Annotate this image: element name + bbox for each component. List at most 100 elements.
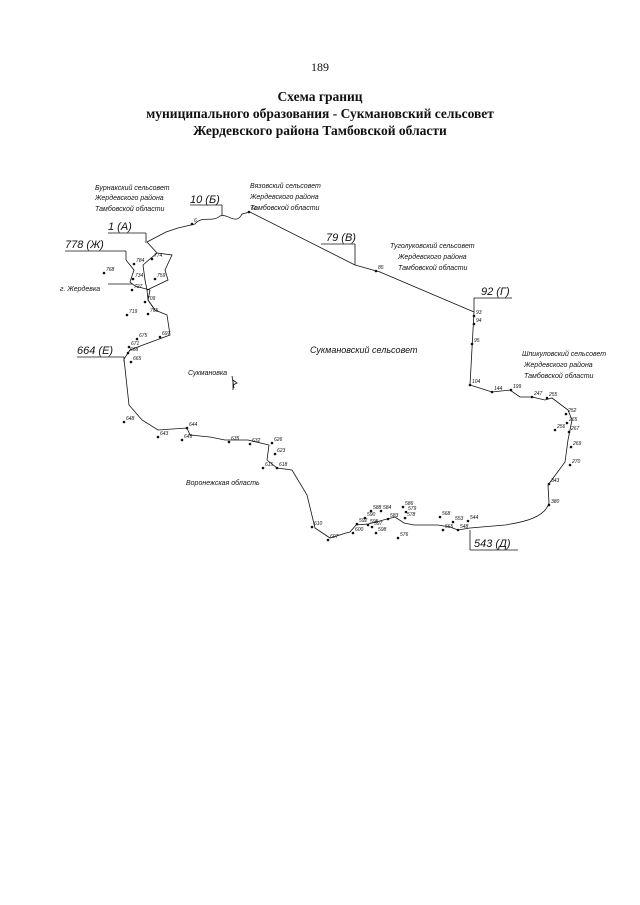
boundary-vertex <box>565 421 569 425</box>
vertex-label: 583 <box>390 513 399 519</box>
vertex-label: 598 <box>378 527 387 533</box>
boundary-vertex <box>568 463 572 467</box>
boundary-vertex <box>126 351 130 355</box>
vertex-label: 578 <box>407 512 416 518</box>
boundary-vertex <box>456 528 460 532</box>
center-label: Сукмановский сельсовет <box>310 345 418 355</box>
title-line-3: Жердевского района Тамбовской области <box>193 123 447 138</box>
boundary-vertex <box>466 519 470 523</box>
vertex-label: 768 <box>106 267 115 273</box>
boundary-vertex <box>150 257 154 261</box>
vertex-label: 66 <box>251 206 257 212</box>
vertex-label: 544 <box>470 515 479 521</box>
vertex-label: 6 <box>194 218 197 224</box>
boundary-vertex <box>547 482 551 486</box>
boundary-vertex <box>125 313 129 317</box>
vertex-label: 199 <box>513 384 522 390</box>
vertex-label: 635 <box>231 436 240 442</box>
vertex-label: 595 <box>370 519 379 525</box>
vertex-label: 269 <box>572 441 582 447</box>
tugolukovsky-line1: Туголуковский сельсовет <box>390 242 475 250</box>
boundary-vertex <box>363 516 367 520</box>
vertex-label: 727 <box>134 284 143 290</box>
vertex-label: 95 <box>474 338 480 344</box>
boundary-vertex <box>180 438 184 442</box>
boundary-vertex <box>102 271 106 275</box>
vertex-label: 565 <box>445 524 454 530</box>
key-point-v: 79 (В) <box>326 232 356 244</box>
boundary-vertex <box>158 335 162 339</box>
vertex-label: 774 <box>154 253 163 259</box>
boundary-vertex <box>146 312 150 316</box>
boundary-vertex <box>379 509 383 513</box>
vertex-label: 600 <box>355 527 364 533</box>
vertex-label: 255 <box>548 392 558 398</box>
boundary-vertex <box>470 342 474 346</box>
vertex-label: 104 <box>472 379 481 385</box>
boundary-vertex <box>326 538 330 542</box>
vertex-label: 626 <box>274 437 283 443</box>
boundary-vertex <box>468 383 472 387</box>
boundary-vertex <box>567 430 571 434</box>
boundary-vertex <box>275 466 279 470</box>
vertex-label: 343 <box>551 478 560 484</box>
burnaksky-line1: Бурнакский сельсовет <box>95 184 170 192</box>
boundary-vertex <box>247 210 251 214</box>
vertex-label: 615 <box>265 462 274 468</box>
shpikulovsky-line3: Тамбовской области <box>524 372 594 380</box>
boundary-vertex <box>569 445 573 449</box>
page-title: Схема границ муниципального образования … <box>0 88 640 139</box>
boundary-vertex <box>490 390 494 394</box>
boundary-vertex <box>270 441 274 445</box>
vertex-label: 247 <box>533 391 543 397</box>
boundary-vertex <box>190 222 194 226</box>
boundary-vertex <box>386 517 390 521</box>
vertex-label: 380 <box>551 499 560 505</box>
boundary-vertex <box>261 466 265 470</box>
boundary-vertex <box>127 345 131 349</box>
boundary-vertex <box>509 388 513 392</box>
vertex-label: 597 <box>374 521 383 527</box>
vertex-label: 644 <box>189 422 198 428</box>
boundary-vertex <box>404 510 408 514</box>
vertex-label: 671 <box>131 341 140 347</box>
vertex-label: 584 <box>383 505 392 511</box>
boundary-vertex <box>441 528 445 532</box>
key-point-e: 664 (Е) <box>77 345 113 357</box>
vertex-label: 618 <box>279 462 288 468</box>
vertex-label: 784 <box>136 258 145 264</box>
boundary-vertex <box>122 420 126 424</box>
neighbor-vyazovsky: Вязовский сельсовет Жердевского района Т… <box>249 182 321 212</box>
neighbor-tugolukovsky: Туголуковский сельсовет Жердевского райо… <box>390 242 475 272</box>
burnaksky-line3: Тамбовской области <box>95 205 165 213</box>
tugolukovsky-line3: Тамбовской области <box>398 264 468 272</box>
boundary-vertex <box>153 277 157 281</box>
page-number: 189 <box>311 60 329 74</box>
vertex-label: 632 <box>252 438 261 444</box>
boundary-vertex <box>129 360 133 364</box>
neighbor-shpikulovsky: Шпикуловский сельсовет Жердевского район… <box>522 350 606 380</box>
neighbor-burnaksky: Бурнакский сельсовет Жердевского района … <box>94 184 170 213</box>
boundary-vertex <box>248 442 252 446</box>
vertex-label: 144 <box>494 386 503 392</box>
boundary-vertex <box>135 337 139 341</box>
voronezh-label: Воронежская область <box>186 479 260 487</box>
vertex-label: 709 <box>147 296 156 302</box>
boundary-vertex <box>370 525 374 529</box>
vertex-label: 759 <box>157 273 166 279</box>
boundary-vertex <box>472 314 476 318</box>
key-point-a: 1 (А) <box>108 221 132 233</box>
vertex-label: 586 <box>405 501 414 507</box>
title-line-1: Схема границ <box>277 89 363 104</box>
vertex-label: 579 <box>408 506 417 512</box>
vertex-label: 94 <box>476 318 482 324</box>
vertex-label: 607 <box>330 534 339 540</box>
key-point-g: 92 (Г) <box>481 286 510 298</box>
vertex-label: 645 <box>184 434 193 440</box>
vertex-label: 734 <box>135 273 144 279</box>
boundary-vertex <box>564 412 568 416</box>
boundary-vertex <box>310 525 314 529</box>
vertex-label: 623 <box>277 448 286 454</box>
boundary-vertex <box>227 440 231 444</box>
